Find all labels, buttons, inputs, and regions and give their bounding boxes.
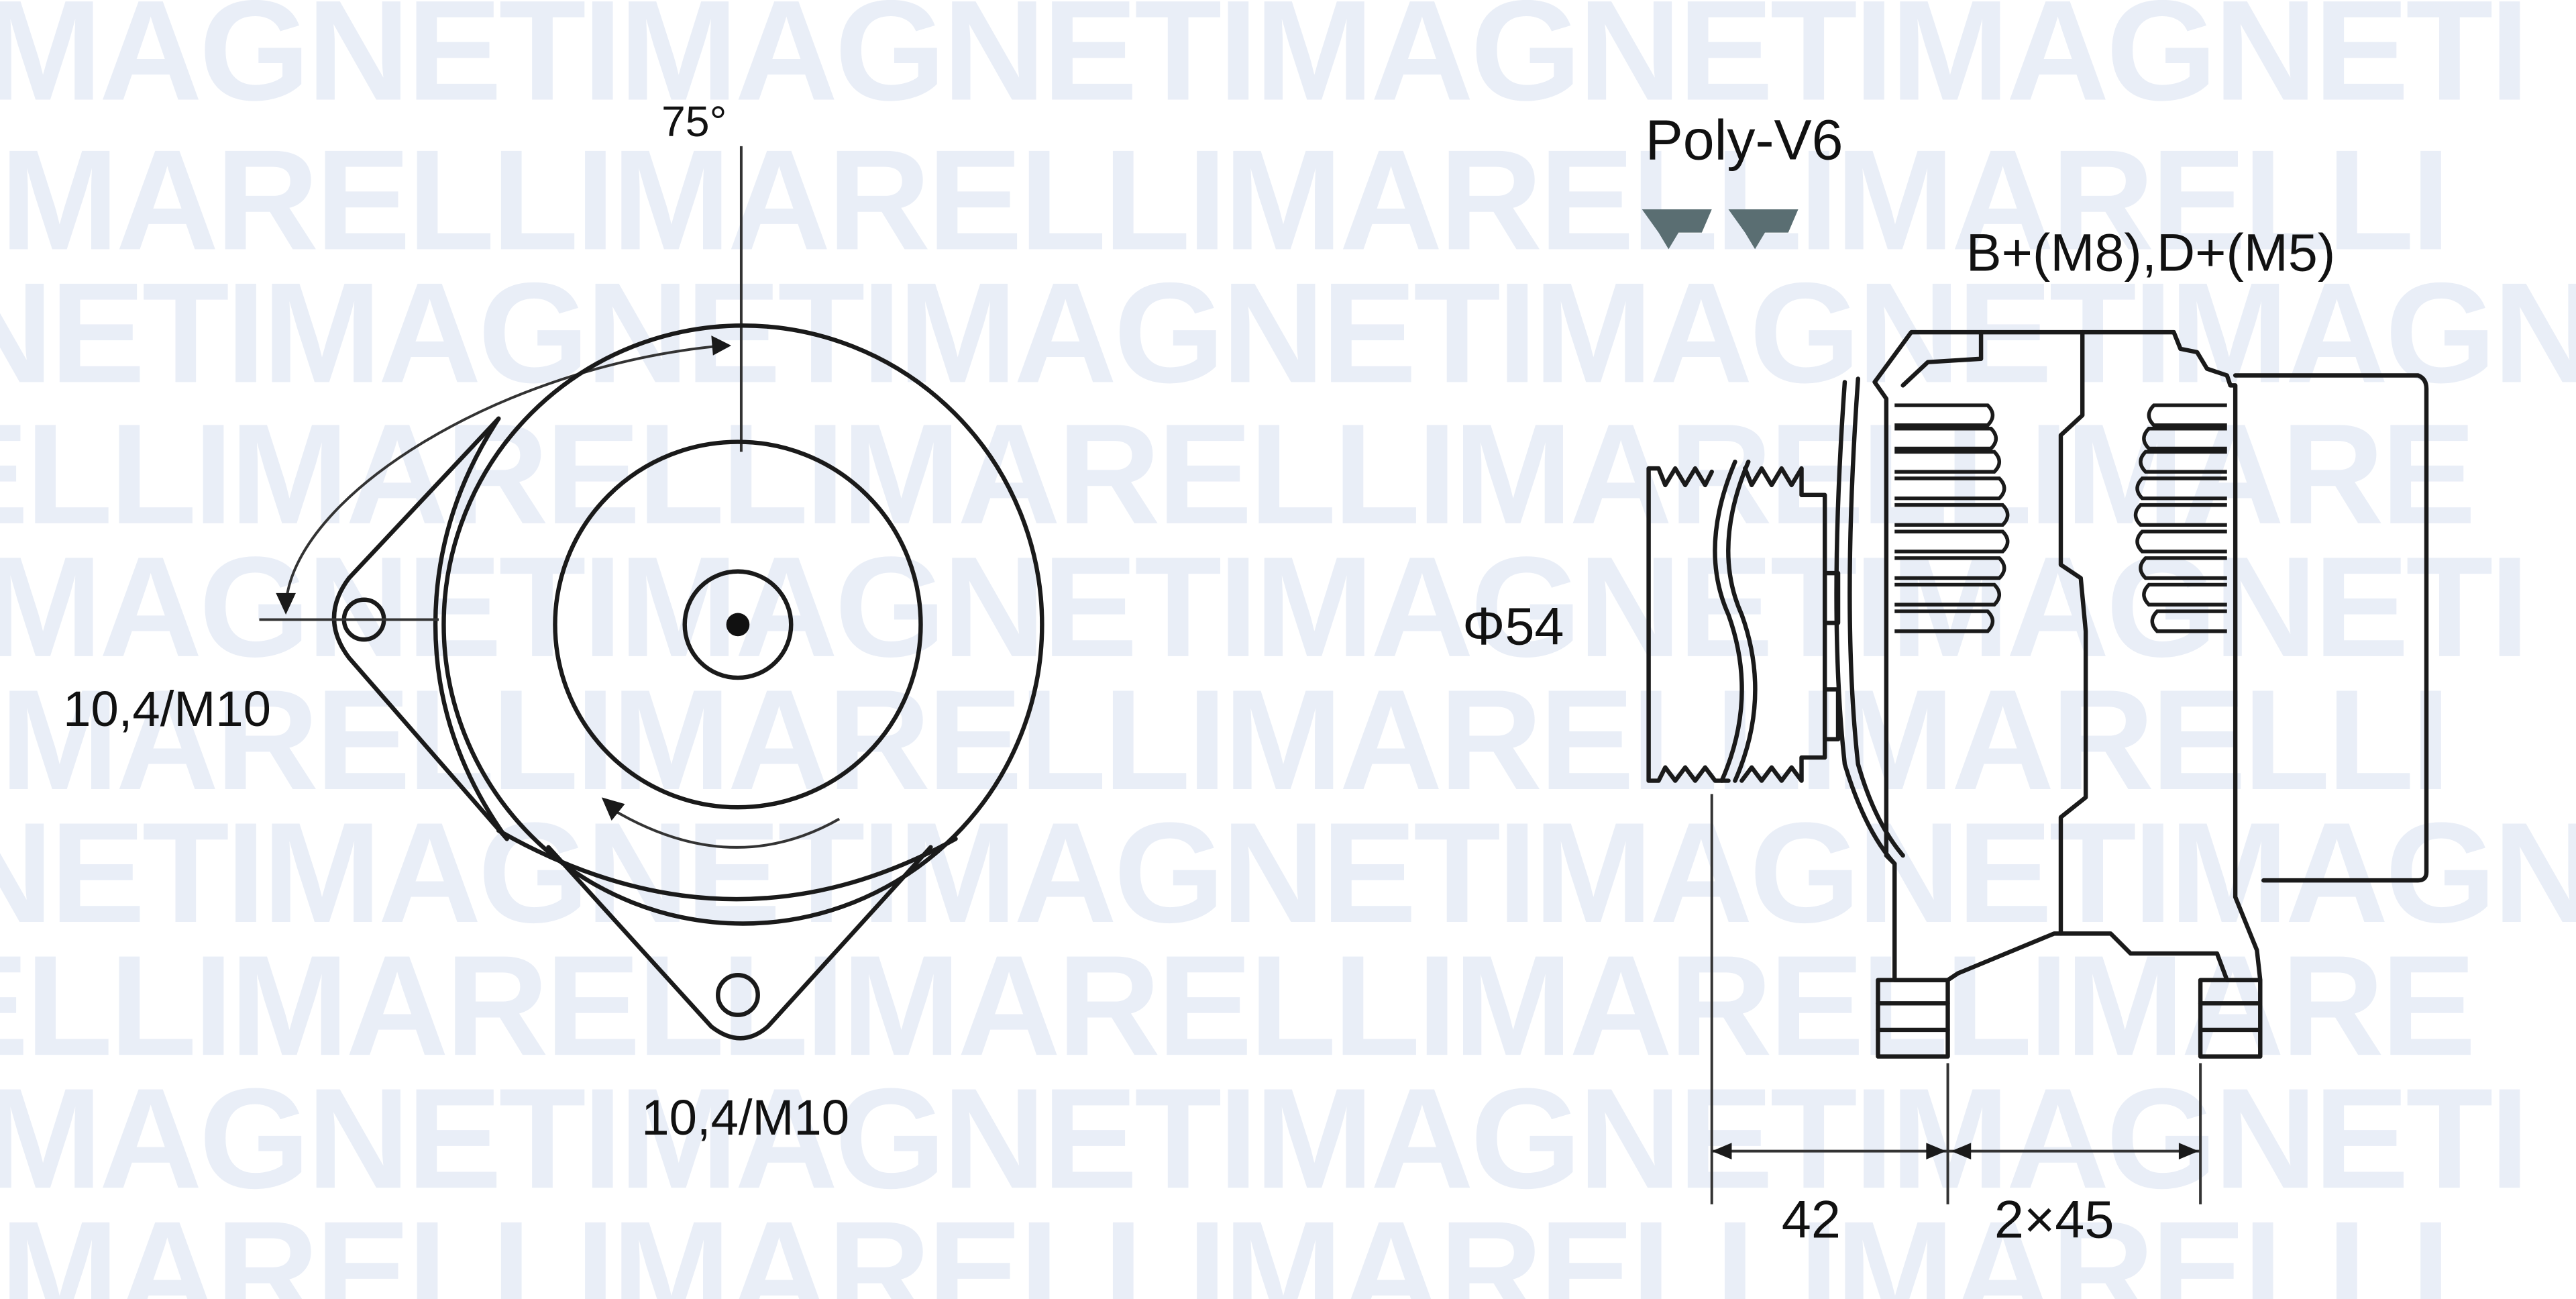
drive-end-shield-inner [1847,376,1905,858]
cooling-fins-left [1894,403,2010,633]
rotation-arrow [610,807,841,849]
watermark-row: MAGNETIMAGNETIMAGNETIMAGNETI [0,527,2526,687]
watermark-row: MARELLIMARELLIMARELLIMARELLI [0,660,2447,820]
bottom-mount-hole [716,973,760,1017]
terminals-label: B+(M8),D+(M5) [1966,223,2336,282]
ear-edge-arc-bottom [496,828,958,902]
watermark-row: ELLIMARELLIMARELLIMARELLIMARE [0,395,2473,554]
pulley [1646,460,1841,783]
dimension-arrow-icon [1711,1143,1732,1160]
pulley-circle [553,439,923,810]
dimension-arrow-icon [2178,1143,2199,1160]
mount-foot-left [1876,978,1950,1059]
rear-cover [2233,373,2429,883]
dimension-arrow-icon [1926,1143,1947,1160]
arrowhead-icon [276,592,296,615]
watermark-row: MAGNETIMAGNETIMAGNETIMAGNETI [0,0,2526,131]
watermark-row: MAGNETIMAGNETIMAGNETIMAGNETI [0,1059,2526,1218]
pulley-diameter-label: Φ54 [1462,596,1564,656]
left-mount-ear [331,416,509,841]
dimension-2x45-label: 2×45 [1994,1189,2114,1249]
angle-label: 75° [661,97,727,146]
left-mount-label: 10,4/M10 [63,681,271,737]
belt-type-label: Poly-V6 [1646,109,1843,172]
side-view: Poly-V6 B+(M8),D+(M5) Φ54 [1462,109,2429,1249]
housing-outer-circle [441,323,1044,926]
hub-circle [682,569,794,680]
mount-foot-right [2198,978,2263,1059]
bottom-mount-ear [546,845,933,1041]
ear-edge-arc [433,416,509,841]
front-view: 75° 10,4/M10 10,4/M10 [63,97,1044,1145]
watermark-row: MARELLIMARELLIMARELLIMARELLI [0,120,2447,280]
watermark-row: MARELLIMARELLIMARELLIMARELLI [0,1192,2447,1299]
cooling-fins-right [2133,403,2227,633]
housing-step [1900,329,1984,388]
poly-v-belt-icon [1642,209,1799,250]
drive-end-shield [1834,380,1897,866]
rotation-arrowhead-icon [601,797,625,821]
dimension-42-label: 42 [1782,1189,1841,1249]
bottom-mount-label: 10,4/M10 [641,1090,849,1145]
arrowhead-icon [711,335,732,356]
watermark-row: ELLIMARELLIMARELLIMARELLIMARE [0,926,2473,1086]
housing-split-line [2058,329,2088,936]
shaft-center-dot [726,613,750,637]
watermark-row: NETIMAGNETIMAGNETIMAGNETIMAGNE [0,793,2576,953]
angle-arc [284,344,725,607]
dimension-lines [1710,794,2202,1204]
dimension-arrow-icon [1951,1143,1972,1160]
